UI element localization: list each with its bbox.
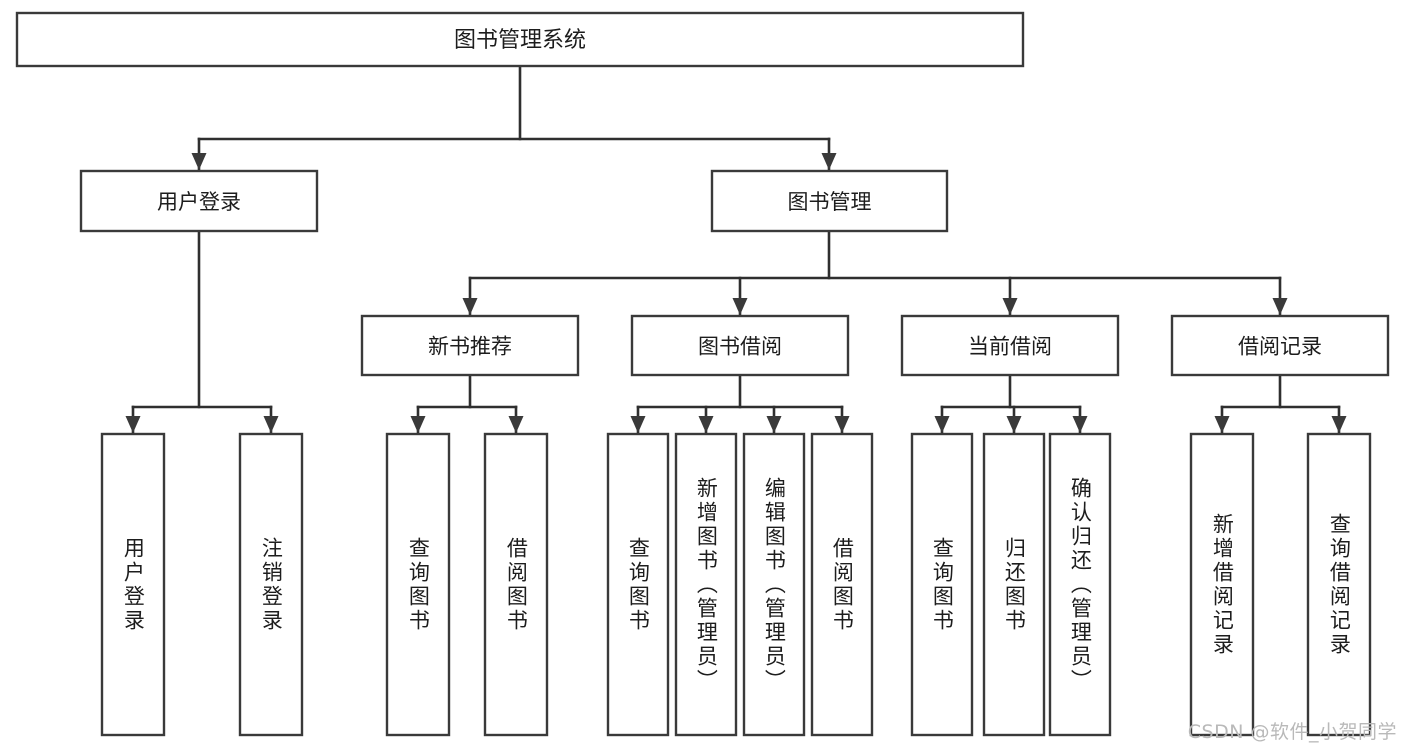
node-box[interactable] <box>385 432 451 737</box>
node-leaf-6[interactable] <box>742 432 806 737</box>
node-leaf-0[interactable] <box>100 432 166 737</box>
node-label: 借阅记录 <box>1238 335 1322 359</box>
edge-arrowhead <box>263 416 279 433</box>
connector-root-to-level2 <box>191 64 837 172</box>
node-label: 图书管理系统 <box>454 28 586 53</box>
edge-arrowhead <box>1006 416 1022 433</box>
node-box[interactable] <box>630 314 850 377</box>
edge-arrowhead <box>125 416 141 433</box>
node-box[interactable] <box>742 432 806 737</box>
node-leaf-1[interactable] <box>238 432 304 737</box>
connector-newbook-to-leaf <box>410 373 524 435</box>
node-box[interactable] <box>483 432 549 737</box>
node-level3-1[interactable]: 图书借阅 <box>630 314 850 377</box>
node-box[interactable] <box>900 314 1120 377</box>
edge-arrowhead <box>630 416 646 433</box>
node-leaf-5[interactable] <box>674 432 738 737</box>
connector-current-to-leaf <box>934 373 1088 435</box>
node-leaf-10[interactable] <box>1048 432 1112 737</box>
connector-borrow-to-leaf <box>630 373 850 435</box>
node-box[interactable] <box>79 169 319 233</box>
node-label: 新书推荐 <box>428 335 512 359</box>
node-box[interactable] <box>15 11 1025 68</box>
edge-arrowhead <box>732 298 748 315</box>
node-level3-2[interactable]: 当前借阅 <box>900 314 1120 377</box>
node-leaf-7[interactable] <box>810 432 874 737</box>
node-label: 图书借阅 <box>698 335 782 359</box>
node-box[interactable] <box>238 432 304 737</box>
edge-arrowhead <box>1331 416 1347 433</box>
edge-arrowhead <box>1072 416 1088 433</box>
connector-record-to-leaf <box>1214 373 1347 435</box>
node-box[interactable] <box>360 314 580 377</box>
node-level2-1[interactable]: 图书管理 <box>710 169 949 233</box>
node-leaf-3[interactable] <box>483 432 549 737</box>
node-box[interactable] <box>100 432 166 737</box>
edge-arrowhead <box>191 153 207 170</box>
edge-arrowhead <box>508 416 524 433</box>
edge-arrowhead <box>834 416 850 433</box>
edge-arrowhead <box>410 416 426 433</box>
node-label: 用户登录 <box>157 190 241 214</box>
node-leaf-12[interactable] <box>1306 432 1372 737</box>
node-root[interactable]: 图书管理系统 <box>15 11 1025 68</box>
node-leaf-2[interactable] <box>385 432 451 737</box>
edge-arrowhead <box>934 416 950 433</box>
edge-arrowhead <box>1214 416 1230 433</box>
node-box[interactable] <box>606 432 670 737</box>
node-box[interactable] <box>810 432 874 737</box>
node-leaf-9[interactable] <box>982 432 1046 737</box>
node-box[interactable] <box>1048 432 1112 737</box>
edge-arrowhead <box>1272 298 1288 315</box>
node-leaf-8[interactable] <box>910 432 974 737</box>
node-box[interactable] <box>1306 432 1372 737</box>
node-box[interactable] <box>1170 314 1390 377</box>
node-level2-0[interactable]: 用户登录 <box>79 169 319 233</box>
node-leaf-4[interactable] <box>606 432 670 737</box>
node-box[interactable] <box>710 169 949 233</box>
edge-arrowhead <box>462 298 478 315</box>
node-label: 当前借阅 <box>968 335 1052 359</box>
node-leaf-11[interactable] <box>1189 432 1255 737</box>
edge-arrowhead <box>698 416 714 433</box>
node-box[interactable] <box>910 432 974 737</box>
node-box[interactable] <box>674 432 738 737</box>
edge-arrowhead <box>766 416 782 433</box>
node-label: 图书管理 <box>788 190 872 214</box>
node-box[interactable] <box>982 432 1046 737</box>
node-box[interactable] <box>1189 432 1255 737</box>
node-level3-0[interactable]: 新书推荐 <box>360 314 580 377</box>
edge-arrowhead <box>1002 298 1018 315</box>
edge-arrowhead <box>821 153 837 170</box>
connector-login-to-leaf <box>125 229 279 435</box>
connector-mgmt-to-level3 <box>462 229 1288 317</box>
node-level3-3[interactable]: 借阅记录 <box>1170 314 1390 377</box>
